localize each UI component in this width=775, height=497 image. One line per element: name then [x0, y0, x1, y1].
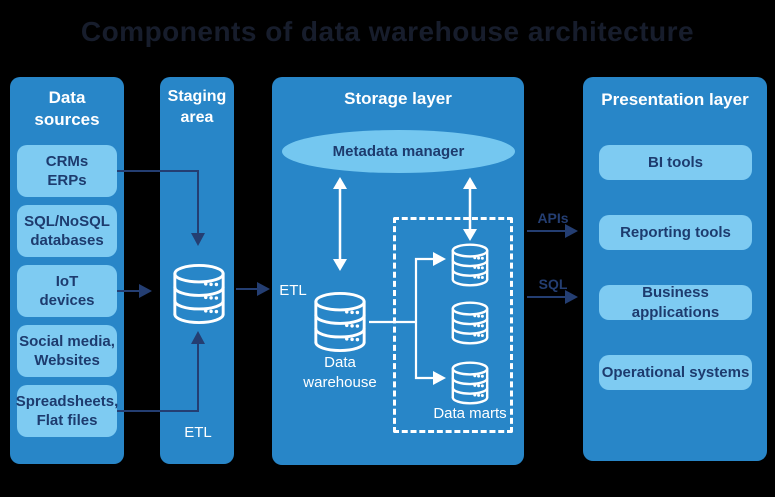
data-mart-database-icon-2	[451, 301, 489, 345]
card-crms-erps: CRMs ERPs	[17, 145, 117, 197]
arrow-staging-to-storage-etl	[236, 282, 270, 296]
presentation-layer-title: Presentation layer	[601, 90, 749, 109]
metadata-manager-ellipse: Metadata manager	[282, 130, 515, 173]
diagram-title: Components of data warehouse architectur…	[80, 16, 695, 47]
arrow-sql	[527, 290, 578, 304]
staging-database-icon	[173, 264, 225, 324]
metadata-manager-label: Metadata manager	[332, 143, 465, 160]
data-mart-database-icon-1	[451, 243, 489, 287]
card-bi-tools: BI tools	[599, 145, 752, 180]
storage-layer-title: Storage layer	[344, 89, 452, 108]
data-mart-database-icon-3	[451, 361, 489, 405]
storage-etl-label: ETL	[279, 282, 307, 299]
data-marts-label: Data marts	[433, 405, 507, 422]
staging-etl-label: ETL	[184, 424, 212, 441]
arrow-apis	[527, 224, 578, 238]
staging-area-title: Staging area	[167, 88, 227, 126]
card-iot-devices: IoT devices	[17, 265, 117, 317]
card-sql-nosql-databases: SQL/NoSQL databases	[17, 205, 117, 257]
card-social-media-websites: Social media, Websites	[17, 325, 117, 377]
card-reporting-tools: Reporting tools	[599, 215, 752, 250]
data-sources-title: Data sources	[34, 88, 100, 130]
card-spreadsheets-flat-files: Spreadsheets, Flat files	[16, 385, 118, 437]
card-operational-systems: Operational systems	[599, 355, 752, 390]
card-business-applications: Business applications	[599, 284, 752, 321]
panel-presentation-layer	[583, 77, 767, 461]
data-warehouse-database-icon	[314, 292, 366, 352]
apis-arrow-label: APIs	[537, 210, 569, 226]
sql-arrow-label: SQL	[538, 276, 568, 292]
data-warehouse-label: Data warehouse	[303, 354, 377, 391]
